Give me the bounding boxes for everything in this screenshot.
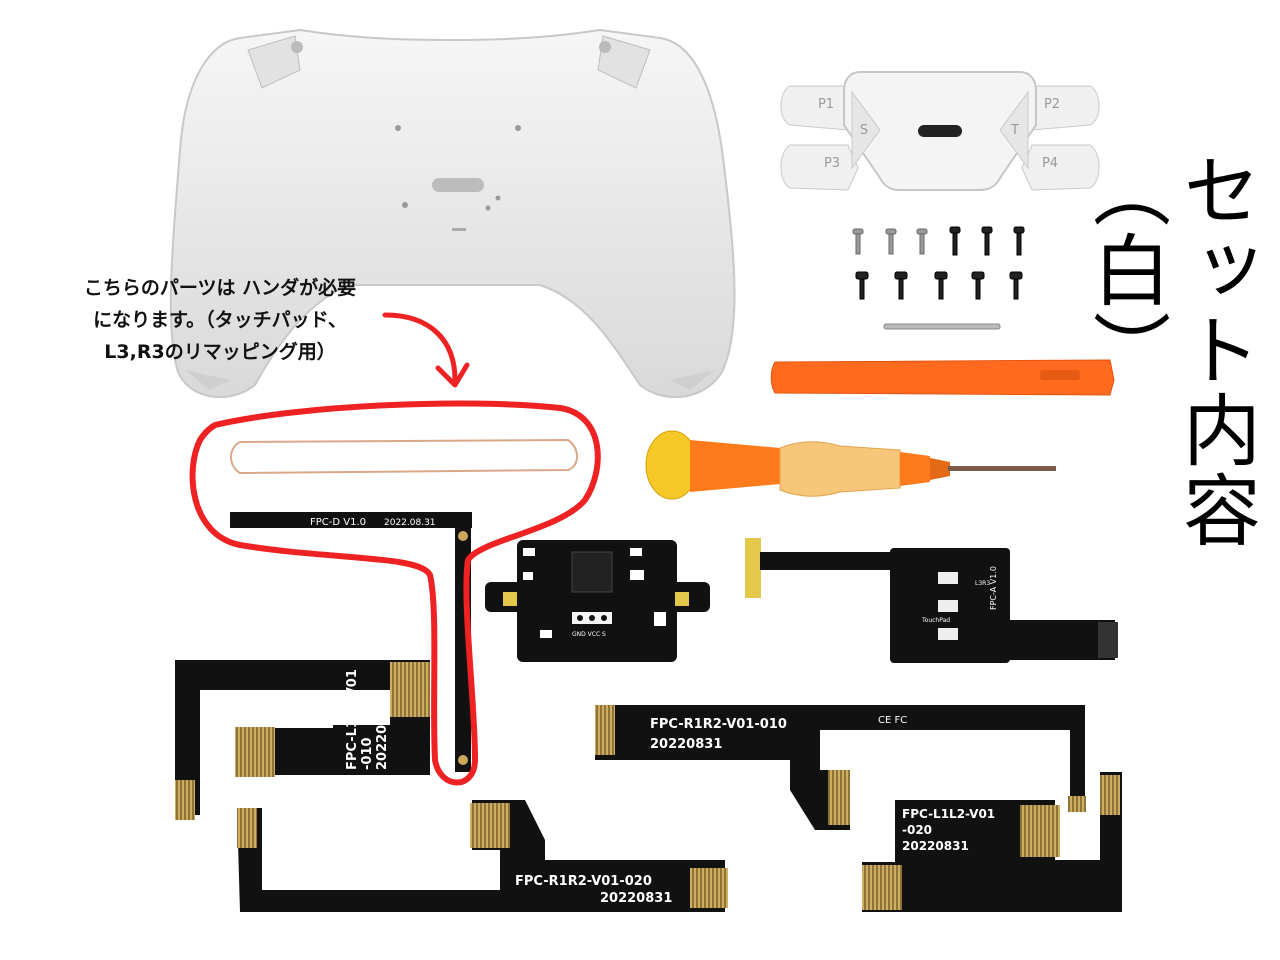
solder-note-line-2: になります。（タッチパッド、 xyxy=(93,309,347,331)
solder-note-line-3: L3,R3のリマッピング用） xyxy=(104,341,336,363)
ce-mark: CE FC xyxy=(878,715,907,726)
cable-r1r2-010-name: FPC-R1R2-V01-010 xyxy=(650,717,787,732)
paddle-p2-label: P2 xyxy=(1044,97,1060,112)
cable-r1r2-020-name: FPC-R1R2-V01-020 xyxy=(515,874,652,889)
controller-back-shell xyxy=(169,28,736,398)
paddle-p3-label: P3 xyxy=(824,156,840,171)
cable-r1r2-020-date: 20220831 xyxy=(600,891,672,906)
screws xyxy=(852,226,1025,330)
cable-l1l2-020-code: -020 xyxy=(902,823,932,837)
fpc-a-label: FPC-A V1.0 xyxy=(989,566,998,610)
set-contents-title: セット内容（白） xyxy=(1080,150,1260,550)
cable-r1r2-020: FPC-R1R2-V01-020 20220831 xyxy=(237,800,728,912)
main-board-pins: GND VCC S xyxy=(572,631,606,638)
solder-note-line-1: こちらのパーツは ハンダが必要 xyxy=(83,277,357,299)
red-arrow-head xyxy=(435,362,470,388)
cable-l1l2-020-name: FPC-L1L2-V01 xyxy=(902,807,995,821)
solder-note: こちらのパーツは ハンダが必要 になります。（タッチパッド、 L3,R3のリマッ… xyxy=(30,272,410,368)
screwdriver xyxy=(645,430,1056,500)
cable-l1l2-010-code: -010 xyxy=(360,737,375,770)
paddle-p4-label: P4 xyxy=(1042,156,1058,171)
fpc-a-touchpad: TouchPad xyxy=(921,617,950,624)
main-board: GND VCC S xyxy=(485,540,710,662)
button-t-label: T xyxy=(1010,123,1019,138)
paddle-p1-label: P1 xyxy=(818,97,834,112)
cable-l1l2-020: FPC-L1L2-V01 -020 20220831 xyxy=(862,772,1122,912)
cable-r1r2-010: FPC-R1R2-V01-010 20220831 CE FC xyxy=(595,705,1086,830)
cable-l1l2-010-name: FPC-L1L2-V01 xyxy=(345,669,360,770)
cable-l1l2-010-date: 20220831 xyxy=(375,698,390,770)
pry-tool xyxy=(770,359,1115,396)
fpc-a-l3r3: L3R3 xyxy=(975,580,990,587)
antenna-coil xyxy=(230,438,578,475)
button-s-label: S xyxy=(860,123,868,138)
red-arrow xyxy=(382,312,458,383)
fpc-d-label: FPC-D V1.0 xyxy=(310,517,366,528)
cable-r1r2-010-date: 20220831 xyxy=(650,737,722,752)
cable-l1l2-020-date: 20220831 xyxy=(902,839,969,853)
paddle-module: P1 P2 P3 P4 S T xyxy=(780,71,1100,191)
fpc-d-date: 2022.08.31 xyxy=(384,518,436,528)
fpc-a-board: L3R3 TouchPad FPC-A V1.0 xyxy=(745,538,1118,663)
red-highlight-outline xyxy=(189,400,601,786)
cable-l1l2-010: FPC-L1L2-V01 -010 20220831 xyxy=(175,660,430,820)
